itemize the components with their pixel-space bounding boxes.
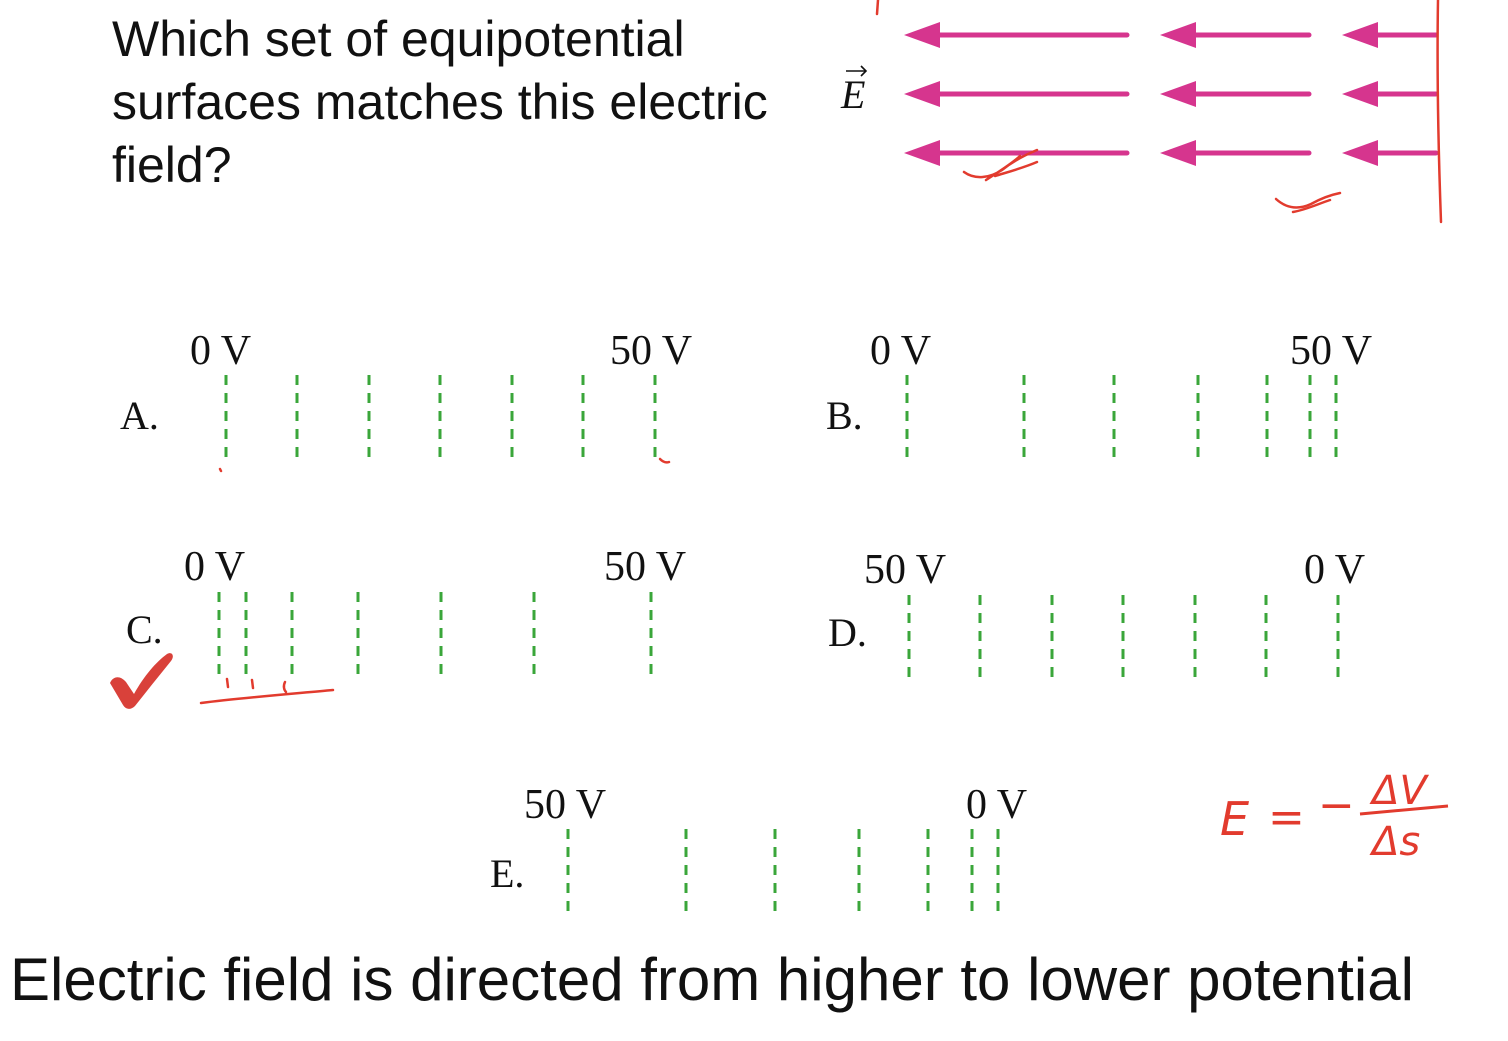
option-b-letter: B. [826,393,863,438]
formula-lhs: E [1220,792,1249,846]
option-e-left-label: 50 V [524,782,606,828]
formula-equals: = [1268,792,1305,843]
option-d-letter: D. [828,610,867,655]
field-arrow-row-top [904,22,1439,48]
field-arrow-rows [904,22,1439,166]
check-mark-icon [110,653,173,709]
field-arrow-row-bottom [904,140,1439,166]
electric-field-panel: E [840,0,1443,224]
option-a-letter: A. [120,393,159,438]
formula-numerator: ΔV [1369,768,1429,814]
option-e-right-label: 0 V [966,782,1027,828]
option-b-equipotentials [905,375,1338,458]
option-c-left-label: 0 V [184,544,245,590]
option-d: D. 50 V 0 V [828,547,1365,678]
handwritten-formula: E = − ΔV Δs [1220,768,1449,865]
question-text: Which set of equipotential surfaces matc… [112,11,768,193]
field-arrow-row-middle [904,81,1439,107]
scribble-left [962,148,1039,182]
option-e: E. 50 V 0 V [490,782,1027,912]
option-c-red-underline [199,677,335,705]
field-vector-arrow-mark [846,65,868,77]
option-b-left-label: 0 V [870,328,931,374]
charged-plate-stroke [1436,0,1443,224]
option-a-left-label: 0 V [190,328,251,374]
option-b: B. 0 V 50 V [826,328,1372,458]
option-a-equipotentials [224,375,657,458]
option-e-letter: E. [490,851,524,896]
option-c-equipotentials [217,592,653,675]
option-a-red-marks [218,457,671,473]
field-vector-label: E [840,72,865,117]
option-a-right-label: 50 V [610,328,692,374]
option-c: C. 0 V 50 V [110,544,686,709]
option-e-equipotentials [566,829,1000,912]
scribble-right [1274,191,1342,214]
small-tick-mark [875,0,880,16]
formula-sign: − [1318,780,1355,831]
option-c-letter: C. [126,607,163,652]
option-d-equipotentials [907,595,1340,678]
formula-denominator: Δs [1369,819,1420,865]
handwritten-field-marks [875,0,1443,224]
option-c-right-label: 50 V [604,544,686,590]
option-b-right-label: 50 V [1290,328,1372,374]
conclusion-text: Electric field is directed from higher t… [10,946,1414,1013]
formula-fraction-bar [1359,804,1449,816]
option-d-left-label: 50 V [864,547,946,593]
option-d-right-label: 0 V [1304,547,1365,593]
option-a: A. 0 V 50 V [120,328,692,473]
